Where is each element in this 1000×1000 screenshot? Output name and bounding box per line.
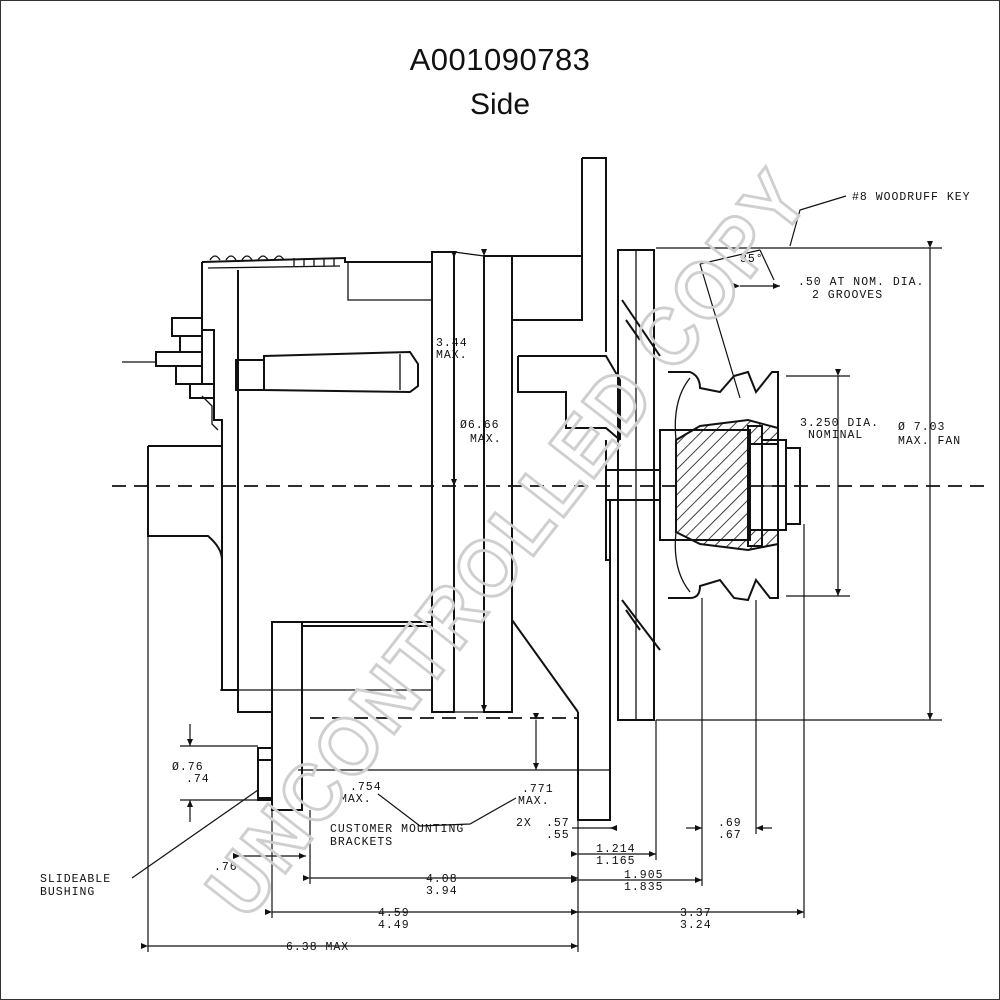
rear-bearing-boss bbox=[147, 445, 223, 690]
bracket-gap-label-1: .754 bbox=[350, 781, 382, 794]
height-label-1: 3.44 bbox=[436, 337, 468, 350]
view-subtitle: Side bbox=[469, 88, 531, 121]
body-dia-label-2: MAX. bbox=[470, 433, 502, 446]
overall-length-label: 6.38 MAX bbox=[286, 941, 349, 954]
dimension-lines bbox=[131, 195, 942, 952]
dim-408-label-2: 3.94 bbox=[426, 885, 458, 898]
fan-dia-label-1: Ø 7.03 bbox=[898, 421, 945, 434]
woodruff-key-label: #8 WOODRUFF KEY bbox=[852, 191, 971, 204]
bushing-dia-label-2: .74 bbox=[186, 773, 210, 786]
mounting-ear bbox=[257, 621, 432, 811]
dimension-labels: #8 WOODRUFF KEY 35° .50 AT NOM. DIA. 2 G… bbox=[40, 191, 971, 954]
dim-408-label-1: 4.08 bbox=[426, 873, 458, 886]
dim-337-label-2: 3.24 bbox=[680, 919, 712, 932]
mount-label-3: .55 bbox=[546, 829, 570, 842]
bushing-label-1: SLIDEABLE bbox=[40, 873, 111, 886]
customer-brackets-label-1: CUSTOMER MOUNTING bbox=[330, 823, 464, 836]
flange-gap-label-2: MAX. bbox=[518, 795, 550, 808]
fan-dia-label-2: MAX. FAN bbox=[898, 435, 961, 448]
flange-gap-label-1: .771 bbox=[522, 783, 554, 796]
brush-holder bbox=[235, 350, 419, 394]
groove-label-1: .50 AT NOM. DIA. bbox=[798, 276, 924, 289]
pulley bbox=[659, 370, 801, 602]
dim-1214-label-2: 1.165 bbox=[596, 855, 636, 868]
bushing-label-2: BUSHING bbox=[40, 886, 95, 899]
dim-069-label-1: .69 bbox=[718, 817, 742, 830]
height-label-2: MAX. bbox=[436, 349, 468, 362]
dim-1905-label-2: 1.835 bbox=[624, 881, 664, 894]
part-number-title: A001090783 bbox=[409, 42, 591, 77]
mount-label-2: .57 bbox=[546, 817, 570, 830]
groove-label-2: 2 GROOVES bbox=[812, 289, 883, 302]
mount-label-1: 2X bbox=[516, 817, 532, 830]
dim-459-label-2: 4.49 bbox=[378, 919, 410, 932]
customer-brackets-label-2: BRACKETS bbox=[330, 836, 393, 849]
terminal-studs bbox=[122, 317, 219, 431]
bushing-dia-label-1: Ø.76 bbox=[172, 761, 204, 774]
body-dia-label-1: Ø6.66 bbox=[460, 419, 500, 432]
pulley-dia-label-1: 3.250 DIA. bbox=[800, 417, 879, 430]
fan bbox=[606, 249, 661, 721]
dim-459-label-1: 4.59 bbox=[378, 907, 410, 920]
dim-1214-label-1: 1.214 bbox=[596, 843, 636, 856]
bracket-gap-label-2: MAX. bbox=[340, 793, 372, 806]
bushing-length-label: .76 bbox=[214, 861, 238, 874]
pulley-dia-label-2: NOMINAL bbox=[808, 429, 863, 442]
dim-069-label-2: .67 bbox=[718, 829, 742, 842]
angle-label: 35° bbox=[740, 253, 764, 266]
dim-337-label-1: 3.37 bbox=[680, 907, 712, 920]
dim-1905-label-1: 1.905 bbox=[624, 869, 664, 882]
